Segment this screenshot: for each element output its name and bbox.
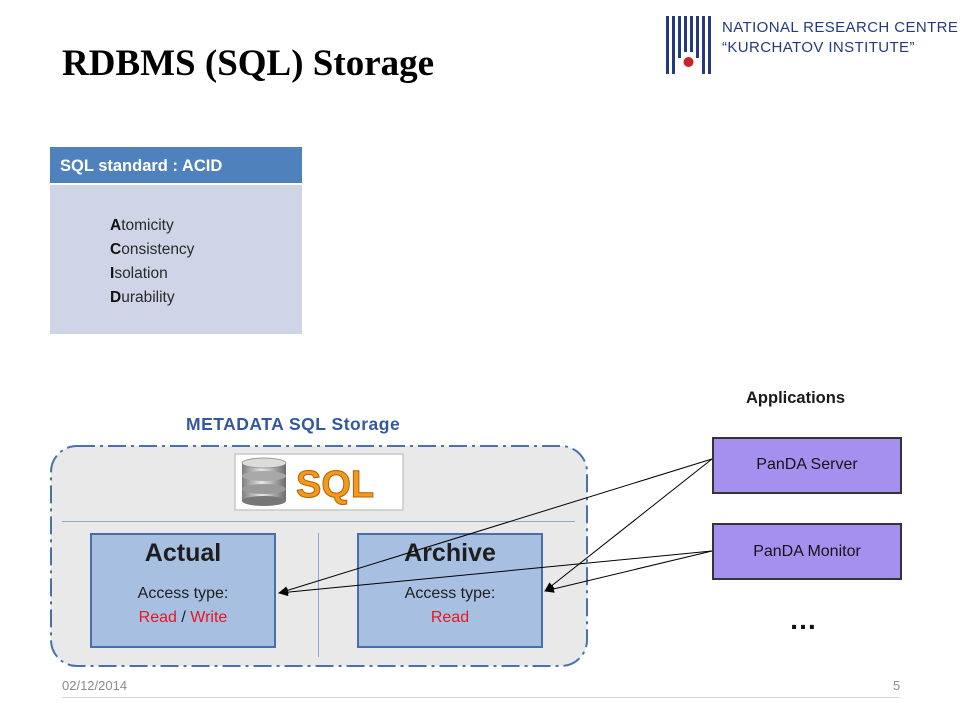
logo-line-1: NATIONAL RESEARCH CENTRE <box>722 19 959 36</box>
actual-db-access: Access type: Read / Write <box>92 582 274 630</box>
actual-db-box: Actual Access type: Read / Write <box>90 533 276 648</box>
footer-rule <box>62 697 900 698</box>
actual-access-value: Read / Write <box>138 609 228 626</box>
actual-db-title: Actual <box>144 539 222 567</box>
sql-database-logo: SQL <box>234 453 404 511</box>
panda-monitor-box: PanDA Monitor <box>712 523 902 580</box>
archive-access-label: Access type: <box>404 585 496 602</box>
acid-item-durability: Durability <box>110 289 175 306</box>
acid-item-atomicity: Atomicity <box>110 217 174 234</box>
archive-access-value: Read <box>430 609 470 626</box>
sql-logo-text: SQL <box>296 464 374 506</box>
footer-date: 02/12/2014 <box>62 678 128 693</box>
storage-divider-horizontal <box>62 521 575 522</box>
applications-label: Applications <box>746 389 846 407</box>
slide-title: RDBMS (SQL) Storage <box>62 43 435 84</box>
acid-item-isolation: Isolation <box>110 265 168 282</box>
acid-item-consistency: Consistency <box>110 241 195 258</box>
footer-page-number: 5 <box>893 678 901 693</box>
logo-line-2: “KURCHATOV INSTITUTE” <box>722 39 915 56</box>
more-applications-ellipsis: … <box>789 604 817 635</box>
archive-db-title: Archive <box>404 539 496 567</box>
archive-db-access: Access type: Read <box>359 582 541 630</box>
kurchatov-logo <box>666 16 711 74</box>
metadata-storage-label: METADATA SQL Storage <box>186 414 401 434</box>
archive-db-box: Archive Access type: Read <box>357 533 543 648</box>
panda-server-box: PanDA Server <box>712 437 902 494</box>
logo-text: NATIONAL RESEARCH CENTRE “KURCHATOV INST… <box>722 18 958 58</box>
acid-header: SQL standard : ACID <box>50 147 302 185</box>
storage-divider-vertical <box>318 533 319 657</box>
database-icon <box>241 457 287 506</box>
actual-access-label: Access type: <box>137 585 229 602</box>
acid-list: Atomicity Consistency Isolation Durabili… <box>110 214 194 310</box>
